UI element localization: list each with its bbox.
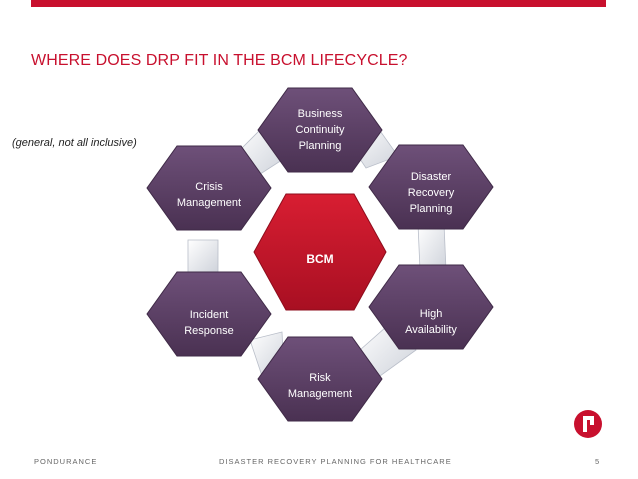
hex-label-line: Planning [298, 140, 342, 152]
hex-label-line: Incident [189, 309, 229, 321]
hex-label-line: Business [297, 108, 343, 120]
hexagon-high-availability [368, 264, 494, 350]
hex-label-line: Availability [405, 324, 457, 336]
bcm-center-label: BCM [306, 252, 334, 266]
footer-brand: PONDURANCE [34, 457, 98, 466]
hex-label-crisis-management: Crisis Management [177, 179, 241, 211]
hex-label-line: Recovery [407, 187, 455, 199]
hex-label-line: High [419, 308, 443, 320]
hexagon-bcm [253, 193, 387, 311]
hex-label-high-availability: High Availability [405, 306, 457, 338]
footer-title: DISASTER RECOVERY PLANNING FOR HEALTHCAR… [219, 457, 452, 466]
hex-label-line: Continuity [295, 124, 345, 136]
hex-label-line: Management [287, 388, 353, 400]
page-number: 5 [595, 457, 601, 466]
hex-label-line: Risk [309, 372, 331, 384]
connector-drp-ha [417, 223, 447, 271]
connector-ir-crisis [187, 239, 219, 273]
logo-mark-icon [583, 416, 594, 432]
hex-label-line: Management [176, 197, 242, 209]
hex-label-line: Response [184, 325, 234, 337]
hex-label-line: Disaster [410, 171, 452, 183]
hexagon-incident-response [146, 271, 272, 357]
hexagon-disaster-recovery-planning [368, 144, 494, 230]
hex-label-incident-response: Incident Response [184, 307, 234, 339]
hexagon-risk-management [257, 336, 383, 422]
hex-label-business-continuity-planning: Business Continuity Planning [296, 106, 345, 154]
slide-title: WHERE DOES DRP FIT IN THE BCM LIFECYCLE? [31, 52, 408, 69]
hex-label-line: Crisis [195, 181, 223, 193]
hex-label-risk-management: Risk Management [288, 370, 352, 402]
top-accent-bar [31, 0, 606, 7]
hexagon-business-continuity-planning [257, 87, 383, 173]
hex-label-disaster-recovery-planning: Disaster Recovery Planning [408, 169, 454, 217]
hex-label-line: Planning [409, 203, 453, 215]
hexagon-crisis-management [146, 145, 272, 231]
scope-note: (general, not all inclusive) [12, 137, 137, 149]
pondurance-logo-icon [574, 410, 602, 438]
